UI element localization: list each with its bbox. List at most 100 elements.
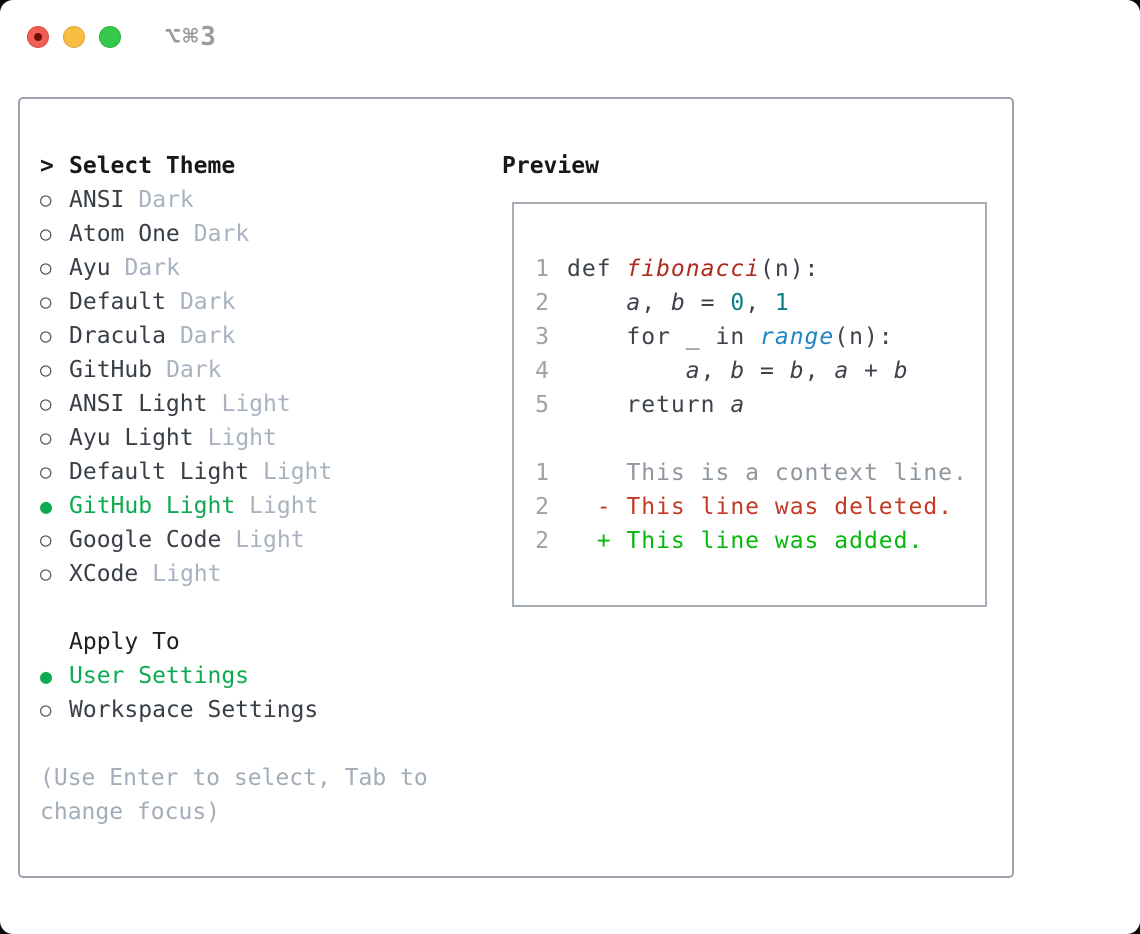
line-number: 5 xyxy=(535,392,550,418)
theme-option-default-light[interactable]: ○ Default Light Light xyxy=(40,455,470,489)
code-line: 3 for _ in range(n): xyxy=(532,320,977,354)
theme-variant: Dark xyxy=(138,187,194,213)
zoom-button[interactable] xyxy=(99,26,121,48)
theme-variant: Light xyxy=(221,391,291,417)
theme-option-google-code[interactable]: ○ Google Code Light xyxy=(40,523,470,557)
line-text: + This line was added. xyxy=(567,524,923,558)
token-variable: a xyxy=(834,358,850,384)
window-title-shortcut: ⌥⌘3 xyxy=(165,22,218,52)
token-plain: = xyxy=(745,358,790,384)
theme-variant: Dark xyxy=(179,289,236,315)
token-variable: b xyxy=(789,358,805,384)
code-line: 1 def fibonacci(n): xyxy=(532,252,977,286)
apply-option-label: Workspace Settings xyxy=(69,697,319,723)
token-number: 0 xyxy=(730,290,746,316)
theme-name: GitHub Light xyxy=(69,493,236,519)
theme-name: Atom One xyxy=(69,221,180,247)
theme-option-default[interactable]: ○ Default Dark xyxy=(40,285,470,319)
token-plain: for _ in xyxy=(567,324,761,350)
theme-name: GitHub xyxy=(69,357,153,383)
theme-name: XCode xyxy=(69,561,139,587)
radio-icon: ○ xyxy=(40,257,52,279)
titlebar: ⌥⌘3 xyxy=(0,0,1140,70)
radio-selected-icon: ● xyxy=(40,664,53,688)
line-number: 1 xyxy=(535,256,550,282)
code-line: 4 a, b = b, a + b xyxy=(532,354,977,388)
theme-variant: Dark xyxy=(124,255,180,281)
theme-name: Ayu xyxy=(69,255,111,281)
apply-to-header: Apply To xyxy=(40,625,470,659)
apply-to-list: ● User Settings ○Workspace Settings xyxy=(40,659,470,727)
radio-icon: ○ xyxy=(40,359,52,381)
line-text: This is a context line. xyxy=(567,456,968,490)
token-plain: , xyxy=(641,290,671,316)
token-context: This is a context line. xyxy=(567,460,968,486)
token-plain: , xyxy=(700,358,731,384)
radio-icon: ○ xyxy=(40,529,52,551)
spacer xyxy=(40,591,470,625)
preview-label: Preview xyxy=(502,153,599,179)
token-builtin: range xyxy=(760,324,835,350)
radio-icon: ○ xyxy=(40,461,52,483)
close-button[interactable] xyxy=(27,26,49,48)
theme-name: Google Code xyxy=(69,527,222,553)
theme-option-github[interactable]: ○ GitHub Dark xyxy=(40,353,470,387)
token-number: 1 xyxy=(774,290,790,316)
line-number: 4 xyxy=(535,358,550,384)
line-text: def fibonacci(n): xyxy=(567,252,819,286)
token-plain: = xyxy=(685,290,731,316)
radio-icon: ○ xyxy=(40,291,52,313)
theme-variant: Light xyxy=(235,527,305,553)
line-text: for _ in range(n): xyxy=(567,320,894,354)
apply-option-label: User Settings xyxy=(69,663,250,689)
line-number xyxy=(532,422,550,456)
token-plain: def xyxy=(567,256,627,282)
radio-selected-icon: ● xyxy=(40,494,53,518)
theme-variant: Light xyxy=(152,561,222,587)
theme-variant: Dark xyxy=(166,357,222,383)
line-number: 2 xyxy=(535,528,550,554)
theme-variant: Dark xyxy=(179,323,236,349)
token-variable: b xyxy=(730,358,746,384)
theme-name: Ayu Light xyxy=(69,425,194,451)
line-number: 2 xyxy=(535,290,550,316)
line-number: 1 xyxy=(535,460,550,486)
line-number: 2 xyxy=(535,494,550,520)
token-plain: return xyxy=(567,392,731,418)
theme-option-github-light[interactable]: ● GitHub Light Light xyxy=(40,489,470,523)
token-variable: a xyxy=(685,358,701,384)
apply-option-workspace-settings[interactable]: ○Workspace Settings xyxy=(40,693,470,727)
theme-name: Default xyxy=(69,289,166,315)
theme-variant: Light xyxy=(263,459,333,485)
theme-name: ANSI Light xyxy=(69,391,208,417)
theme-variant: Light xyxy=(249,493,319,519)
select-theme-header: > Select Theme xyxy=(40,149,470,183)
radio-icon: ○ xyxy=(40,427,52,449)
theme-name: ANSI xyxy=(69,187,125,213)
radio-icon: ○ xyxy=(40,325,52,347)
token-plain xyxy=(567,290,626,316)
code-line: 5 return a xyxy=(532,388,977,422)
line-text: a, b = 0, 1 xyxy=(567,286,790,320)
token-variable: a xyxy=(730,392,746,418)
code-line: 2 - This line was deleted. xyxy=(532,490,977,524)
minimize-button[interactable] xyxy=(63,26,85,48)
token-variable: b xyxy=(893,358,909,384)
radio-icon: ○ xyxy=(40,223,52,245)
code-line: 2 + This line was added. xyxy=(532,524,977,558)
select-theme-label: Select Theme xyxy=(69,153,236,179)
theme-option-ayu[interactable]: ○ Ayu Dark xyxy=(40,251,470,285)
theme-name: Default Light xyxy=(69,459,250,485)
line-text: return a xyxy=(567,388,745,422)
apply-option-user-settings[interactable]: ● User Settings xyxy=(40,659,470,693)
